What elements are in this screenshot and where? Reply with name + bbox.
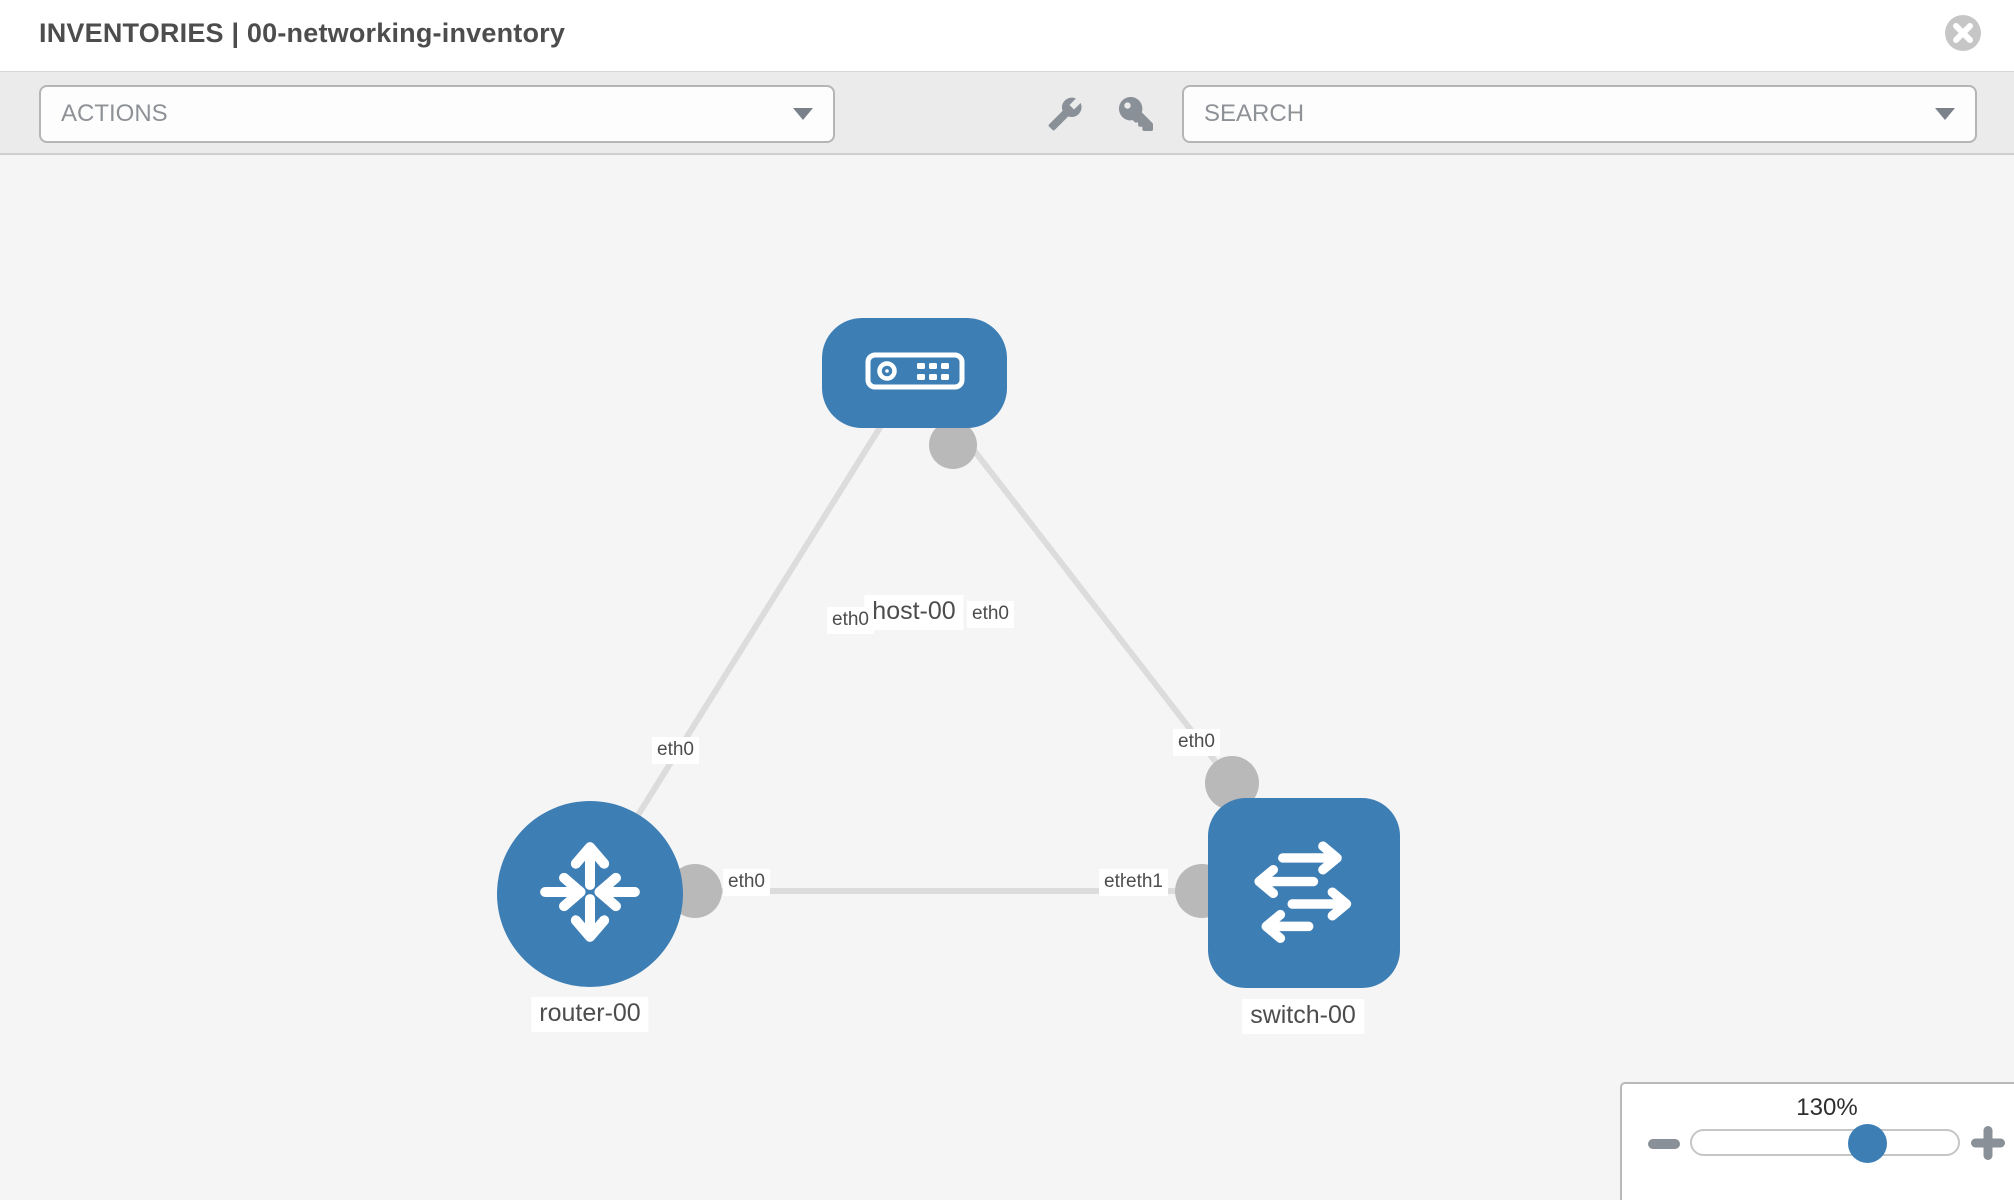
zoom-out-button[interactable] [1642,1122,1686,1166]
close-icon [1944,15,1982,55]
node-host-00[interactable] [822,318,1007,428]
interface-label-overlap: eth0 eth1 [1099,869,1168,896]
zoom-slider[interactable] [1690,1124,1960,1163]
interface-label: eth1 [1126,869,1168,896]
node-label-host: host-00 [864,595,964,630]
header: INVENTORIES | 00-networking-inventory [0,0,2014,71]
interface-dot-switch-top[interactable] [1205,756,1259,810]
interface-label: eth0 [827,607,874,634]
key-icon [1119,96,1153,134]
chevron-down-icon [1935,108,1955,120]
plus-icon [1971,1125,2005,1163]
tools-button[interactable] [1043,95,1087,135]
minus-icon [1648,1137,1680,1152]
interface-label: eth0 [723,869,770,896]
node-switch-00[interactable] [1208,798,1400,988]
zoom-slider-thumb[interactable] [1848,1124,1887,1163]
zoom-panel: 130% [1620,1082,2014,1200]
zoom-in-button[interactable] [1966,1122,2010,1166]
link-host-router[interactable] [587,371,917,894]
actions-dropdown-label: ACTIONS [61,100,168,127]
page-title: INVENTORIES | 00-networking-inventory [39,18,565,49]
node-label-switch: switch-00 [1242,999,1364,1034]
interface-label: eth0 [652,737,699,764]
search-dropdown[interactable]: SEARCH [1182,85,1977,143]
breadcrumb-section: INVENTORIES [39,18,224,48]
links-layer [587,371,1304,918]
switch-icon [1245,832,1363,955]
zoom-level-value: 130% [1796,1094,1858,1121]
wrench-icon [1047,96,1083,135]
chevron-down-icon [793,108,813,120]
topology-canvas[interactable]: host-00 router-00 switch-00 eth0 eth0 et… [0,155,2014,1200]
breadcrumb-separator: | [223,18,247,48]
interface-label: eth0 [1099,869,1126,896]
close-button[interactable] [1944,14,1982,52]
interface-dot-host[interactable] [929,421,977,469]
actions-dropdown[interactable]: ACTIONS [39,85,835,143]
interface-label: eth0 [967,601,1014,628]
router-icon [531,833,649,956]
node-label-router: router-00 [531,997,649,1032]
interface-label: eth0 [1173,729,1220,756]
credentials-button[interactable] [1114,95,1158,135]
node-router-00[interactable] [497,801,683,987]
toolbar: ACTIONS SEARCH [0,71,2014,155]
host-icon [865,351,965,396]
inventory-name: 00-networking-inventory [246,18,566,48]
search-placeholder: SEARCH [1204,100,1305,127]
